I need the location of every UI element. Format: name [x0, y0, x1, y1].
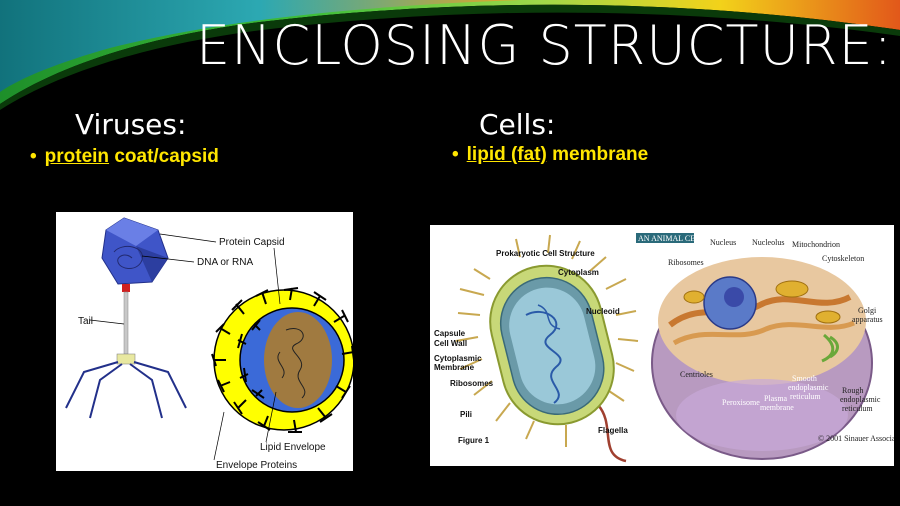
animal-cell-illustration [651, 257, 873, 460]
copyright-label: © 2001 Sinauer Associates, Inc. [818, 434, 894, 443]
pili-label: Pili [460, 410, 472, 419]
animal-ribosomes-label: Ribosomes [668, 258, 704, 267]
bullet-icon: • [452, 144, 459, 165]
cytoplasmic-membrane-label-2: Membrane [434, 363, 475, 372]
cell-diagram: Prokaryotic Cell Structure Cytoplasm Nuc… [430, 225, 894, 466]
cells-heading: Cells: [479, 108, 556, 141]
virus-diagram: Protein Capsid DNA or RNA Tail Lipid Env… [56, 212, 353, 471]
viruses-bullet-keyword: protein [44, 146, 110, 167]
golgi-label-1: Golgi [858, 306, 877, 315]
envelope-proteins-label: Envelope Proteins [216, 460, 297, 471]
plasma-membrane-label-1: Plasma [764, 394, 788, 403]
enveloped-virus-illustration [211, 287, 353, 433]
viruses-heading: Viruses: [75, 108, 187, 141]
smooth-er-label-1: Smooth [792, 374, 817, 383]
capsule-label: Capsule [434, 329, 466, 338]
peroxisome-label: Peroxisome [722, 398, 760, 407]
smooth-er-label-3: reticulum [790, 392, 821, 401]
bullet-icon: • [30, 146, 37, 167]
viruses-bullet: • protein coat/capsid [30, 146, 219, 168]
animal-cell-banner-text: AN ANIMAL CELL [638, 234, 705, 243]
nucleus-label: Nucleus [710, 238, 736, 247]
cytoplasm-label: Cytoplasm [558, 268, 599, 277]
cytoskeleton-label: Cytoskeleton [822, 254, 864, 263]
nucleoid-label: Nucleoid [586, 307, 620, 316]
cytoplasmic-membrane-label-1: Cytoplasmic [434, 354, 482, 363]
dna-rna-label: DNA or RNA [197, 257, 253, 268]
flagella-label: Flagella [598, 426, 628, 435]
plasma-membrane-label-2: membrane [760, 403, 794, 412]
viruses-bullet-text: coat/capsid [109, 146, 219, 167]
mitochondrion-label: Mitochondrion [792, 240, 840, 249]
prokaryotic-cell-illustration [455, 234, 639, 463]
smooth-er-label-2: endoplasmic [788, 383, 829, 392]
nucleolus-label: Nucleolus [752, 238, 784, 247]
centrioles-label: Centrioles [680, 370, 713, 379]
prokaryote-title: Prokaryotic Cell Structure [496, 249, 595, 258]
ribosomes-label: Ribosomes [450, 379, 494, 388]
rough-er-label-1: Rough [842, 386, 863, 395]
rough-er-label-2: endoplasmic [840, 395, 881, 404]
golgi-label-2: apparatus [852, 315, 883, 324]
slide-title: ENCLOSING STRUCTURE: [196, 14, 893, 77]
cells-bullet-keyword: lipid (fat) [466, 144, 547, 165]
cells-bullet-text: membrane [546, 144, 649, 165]
tail-label: Tail [78, 316, 93, 327]
cells-bullet: • lipid (fat) membrane [452, 144, 648, 166]
rough-er-label-3: reticulum [842, 404, 873, 413]
cell-wall-label: Cell Wall [434, 339, 467, 348]
lipid-envelope-label: Lipid Envelope [260, 442, 326, 453]
protein-capsid-label: Protein Capsid [219, 237, 285, 248]
bacteriophage-illustration [65, 217, 187, 419]
rainbow-swoosh-decoration [0, 0, 900, 110]
figure-label: Figure 1 [458, 436, 490, 445]
animal-cell-banner [636, 233, 694, 243]
